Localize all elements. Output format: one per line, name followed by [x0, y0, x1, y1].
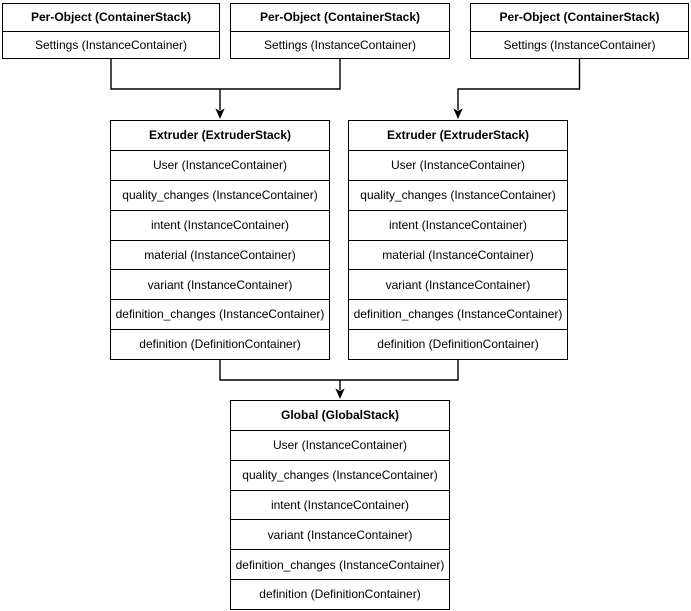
container-row: Settings (InstanceContainer)	[471, 30, 688, 59]
container-row: User (InstanceContainer)	[231, 429, 449, 460]
arrowhead-global	[335, 388, 345, 399]
container-row: Settings (InstanceContainer)	[231, 30, 449, 59]
container-row: User (InstanceContainer)	[111, 149, 329, 180]
container-row: definition_changes (InstanceContainer)	[111, 299, 329, 329]
container-row: definition (DefinitionContainer)	[231, 579, 449, 609]
node-title: Extruder (ExtruderStack)	[148, 128, 292, 143]
container-row: quality_changes (InstanceContainer)	[111, 179, 329, 210]
node-extruder-1: Extruder (ExtruderStack) User (InstanceC…	[110, 120, 330, 360]
container-row: definition (DefinitionContainer)	[349, 329, 567, 359]
container-row: material (InstanceContainer)	[349, 239, 567, 270]
node-title: Global (GlobalStack)	[280, 408, 400, 423]
node-title: Per-Object (ContainerStack)	[499, 10, 660, 25]
edge-per-object-1-2-to-extruder-1	[110, 59, 341, 90]
node-per-object-3: Per-Object (ContainerStack) Settings (In…	[470, 3, 689, 59]
arrowhead-extruder-2	[453, 108, 463, 119]
node-per-object-1: Per-Object (ContainerStack) Settings (In…	[2, 3, 220, 59]
container-row: definition_changes (InstanceContainer)	[349, 299, 567, 329]
node-title: Per-Object (ContainerStack)	[259, 10, 421, 25]
node-global: Global (GlobalStack) User (InstanceConta…	[230, 400, 450, 610]
node-per-object-2: Per-Object (ContainerStack) Settings (In…	[230, 3, 450, 59]
container-row: variant (InstanceContainer)	[349, 269, 567, 299]
node-extruder-2: Extruder (ExtruderStack) User (InstanceC…	[348, 120, 568, 360]
container-row: variant (InstanceContainer)	[231, 519, 449, 549]
arrowhead-extruder-1	[215, 108, 225, 119]
container-row: quality_changes (InstanceContainer)	[349, 179, 567, 210]
container-row: definition_changes (InstanceContainer)	[231, 549, 449, 579]
container-row: Settings (InstanceContainer)	[3, 30, 219, 59]
container-row: variant (InstanceContainer)	[111, 269, 329, 299]
container-row: definition (DefinitionContainer)	[111, 329, 329, 359]
container-row: intent (InstanceContainer)	[349, 209, 567, 240]
node-title: Extruder (ExtruderStack)	[386, 128, 530, 143]
container-row: quality_changes (InstanceContainer)	[231, 459, 449, 490]
container-row: User (InstanceContainer)	[349, 149, 567, 180]
edge-per-object-3-to-extruder-2	[457, 59, 581, 110]
container-row: intent (InstanceContainer)	[231, 489, 449, 520]
node-title: Per-Object (ContainerStack)	[30, 10, 192, 25]
container-row: material (InstanceContainer)	[111, 239, 329, 270]
container-row: intent (InstanceContainer)	[111, 209, 329, 240]
edge-extruders-to-global	[219, 359, 459, 381]
